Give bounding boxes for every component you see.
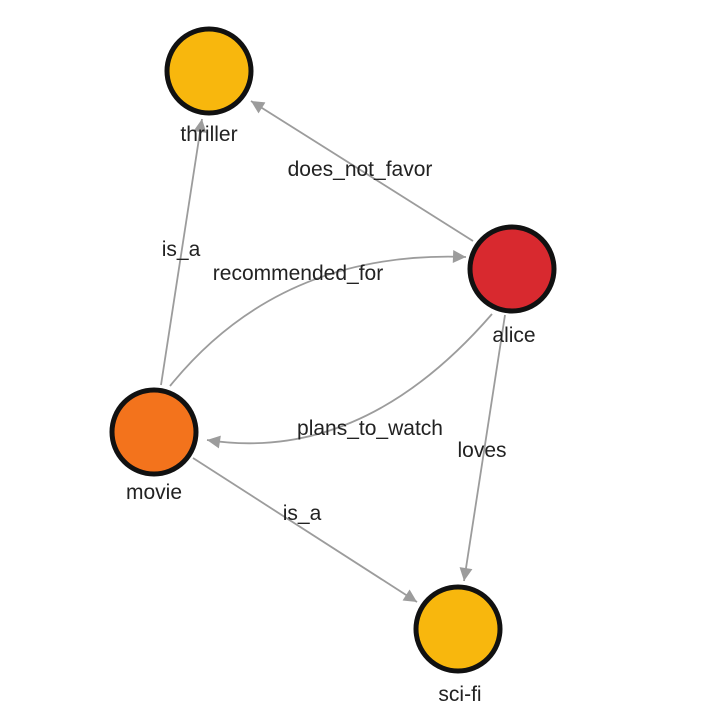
edge-label-is-a-top: is_a	[162, 238, 201, 261]
edge-is-a-movie-scifi[interactable]	[192, 457, 418, 603]
edge-recommended-for[interactable]	[169, 250, 467, 387]
node-label-sci-fi: sci-fi	[438, 683, 481, 706]
node-layer	[109, 26, 557, 674]
edge-does-not-favor[interactable]	[250, 100, 474, 242]
edge-plans-to-watch[interactable]	[206, 313, 493, 449]
edge-label-does-not-favor: does_not_favor	[288, 158, 433, 181]
node-alice[interactable]	[467, 224, 557, 314]
edge-is-a-movie-thriller[interactable]	[160, 118, 207, 386]
node-label-alice: alice	[492, 324, 535, 347]
node-label-thriller: thriller	[180, 123, 237, 146]
edge-label-plans-to-watch: plans_to_watch	[297, 417, 443, 440]
node-thriller[interactable]	[164, 26, 254, 116]
node-label-movie: movie	[126, 481, 182, 504]
edge-label-layer: does_not_favor is_a recommended_for plan…	[162, 158, 507, 525]
node-movie[interactable]	[109, 387, 199, 477]
edge-loves[interactable]	[459, 314, 506, 582]
edge-label-is-a-bottom: is_a	[283, 502, 322, 525]
edge-label-loves: loves	[457, 439, 506, 462]
edge-layer	[160, 100, 506, 603]
edge-label-recommended-for: recommended_for	[213, 262, 383, 285]
node-sci-fi[interactable]	[413, 584, 503, 674]
node-label-layer: thriller alice movie sci-fi	[126, 123, 536, 706]
